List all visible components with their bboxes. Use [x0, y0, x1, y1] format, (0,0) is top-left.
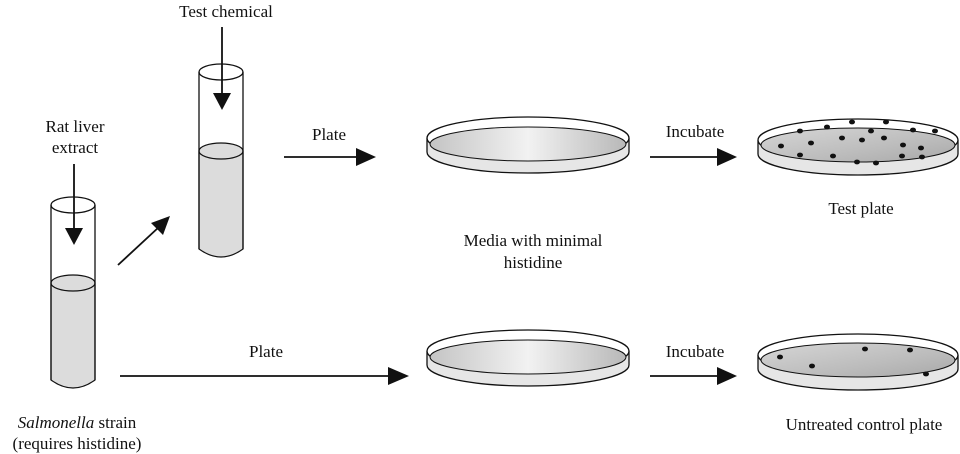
colony — [778, 143, 784, 149]
colony — [923, 371, 929, 377]
control-plate — [757, 333, 959, 391]
colony — [854, 159, 860, 165]
test-plate-label: Test plate — [828, 199, 893, 218]
salmonella-strain-label: Salmonella strain — [18, 413, 137, 432]
plate-bottom-arrow — [120, 367, 409, 385]
colony — [932, 128, 938, 134]
test-tube-chemical — [198, 63, 244, 258]
colony — [777, 354, 783, 360]
test-tube-salmonella — [50, 196, 96, 389]
colony — [910, 127, 916, 133]
rat-liver-label-line2: extract — [52, 138, 99, 157]
rat-liver-arrow — [65, 164, 83, 245]
colony — [862, 346, 868, 352]
test-chemical-label: Test chemical — [179, 2, 273, 21]
colony — [919, 154, 925, 160]
plate-bottom-label: Plate — [249, 342, 283, 361]
colony — [824, 124, 830, 130]
requires-histidine-label: (requires histidine) — [13, 434, 142, 453]
salmonella-strain-word: strain — [94, 413, 137, 432]
colony — [881, 135, 887, 141]
colony — [808, 140, 814, 146]
colony — [809, 363, 815, 369]
rat-liver-label-line1: Rat liver — [45, 117, 104, 136]
media-plate-bottom — [426, 329, 630, 387]
colony — [918, 145, 924, 151]
test-chemical-arrow — [213, 27, 231, 110]
plate-top-arrow — [284, 148, 376, 166]
colony — [873, 160, 879, 166]
incubate-top-label: Incubate — [666, 122, 725, 141]
control-plate-label: Untreated control plate — [786, 415, 943, 434]
colony — [899, 153, 905, 159]
colony — [868, 128, 874, 134]
test-plate — [757, 118, 959, 176]
transfer-arrow — [117, 216, 170, 266]
colony — [883, 119, 889, 125]
media-plate-top — [426, 116, 630, 174]
colony — [900, 142, 906, 148]
colony — [859, 137, 865, 143]
control-plate-colonies — [777, 346, 929, 377]
test-plate-colonies — [778, 119, 938, 166]
media-label-line2: histidine — [504, 253, 563, 272]
incubate-bottom-arrow — [650, 367, 737, 385]
colony — [797, 128, 803, 134]
incubate-bottom-label: Incubate — [666, 342, 725, 361]
salmonella-italic: Salmonella — [18, 413, 95, 432]
incubate-top-arrow — [650, 148, 737, 166]
media-label-line1: Media with minimal — [464, 231, 603, 250]
colony — [830, 153, 836, 159]
plate-top-label: Plate — [312, 125, 346, 144]
colony — [839, 135, 845, 141]
colony — [849, 119, 855, 125]
colony — [797, 152, 803, 158]
colony — [907, 347, 913, 353]
